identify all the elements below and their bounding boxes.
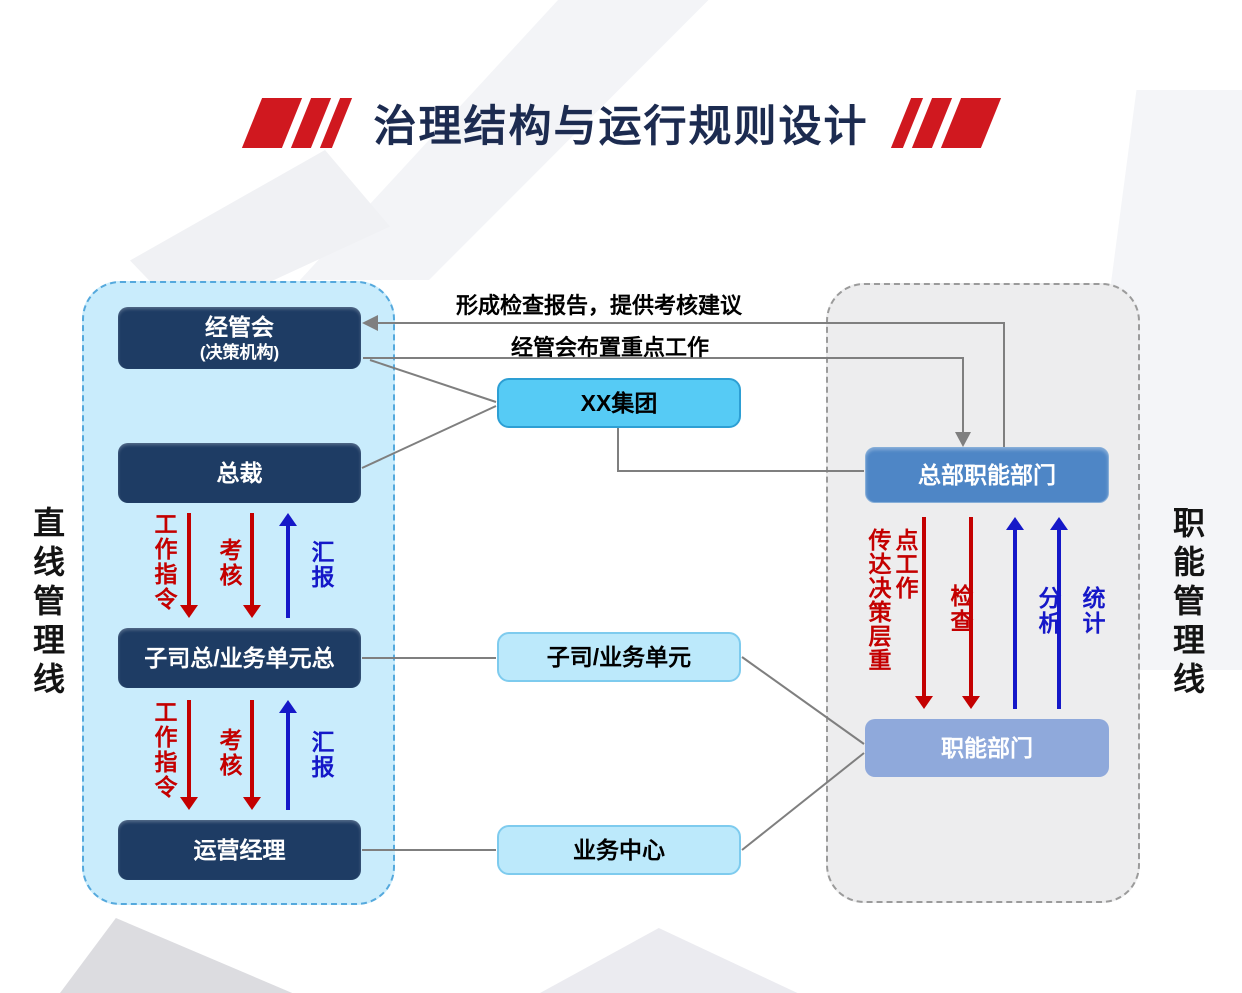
arrow-up-icon [1050,517,1068,709]
node-sublabel: (决策机构) [199,342,280,362]
flow-label-reporting: 汇报 [308,540,334,590]
assign-connector-label: 经管会布置重点工作 [511,335,710,360]
direct-management-panel [82,281,395,905]
left-axis-label: 直线管理线 [29,506,65,701]
arrow-down-icon [180,513,198,618]
flow-label-analyze: 分析 [1035,586,1061,636]
node-business-center: 业务中心 [497,825,741,875]
background-polygon [540,928,798,993]
node-label: 总部职能部门 [918,461,1056,488]
arrow-up-icon [279,513,297,618]
node-hq-functional-dept: 总部职能部门 [865,447,1109,503]
arrow-down-icon [243,700,261,810]
node-functional-dept: 职能部门 [865,719,1109,777]
node-label: XX集团 [580,389,658,416]
flow-label-statistics: 统计 [1079,586,1105,636]
node-operations-manager: 运营经理 [118,820,361,880]
right-axis-label: 职能管理线 [1169,506,1205,701]
report-connector-label: 形成检查报告，提供考核建议 [456,293,743,318]
flow-label-work-directive: 工作指令 [151,512,177,612]
node-label: 业务中心 [573,836,665,863]
node-president: 总裁 [118,443,361,503]
flow-label-inspect: 检查 [947,584,973,634]
flow-label-assessment: 考核 [216,538,242,588]
node-xx-group: XX集团 [497,378,741,428]
node-management-committee: 经管会 (决策机构) [118,307,361,369]
node-subsidiary-head: 子司总/业务单元总 [118,628,361,688]
arrow-down-icon [243,513,261,618]
flow-label-reporting: 汇报 [308,730,334,780]
flow-label-work-directive: 工作指令 [151,700,177,800]
arrow-down-icon [915,517,933,709]
node-label: 运营经理 [193,836,286,863]
node-label: 职能部门 [941,734,1033,761]
flow-label-assessment: 考核 [216,728,242,778]
title-slash-decoration-left [241,98,352,148]
node-label: 子司/业务单元 [546,643,692,670]
node-business-unit: 子司/业务单元 [497,632,741,682]
flow-label-convey: 传达决策层重点工作 [865,528,918,672]
arrow-up-icon [279,700,297,810]
arrow-up-icon [1006,517,1024,709]
background-polygon [60,918,293,993]
header: 治理结构与运行规则设计 [0,92,1242,154]
node-label: 子司总/业务单元总 [144,644,335,671]
title-slash-decoration-right [890,98,1001,148]
node-label: 经管会 [205,314,274,340]
node-label: 总裁 [216,459,263,486]
page-title: 治理结构与运行规则设计 [373,103,869,151]
arrow-down-icon [962,517,980,709]
slash-icon [940,98,1001,148]
arrow-down-icon [180,700,198,810]
